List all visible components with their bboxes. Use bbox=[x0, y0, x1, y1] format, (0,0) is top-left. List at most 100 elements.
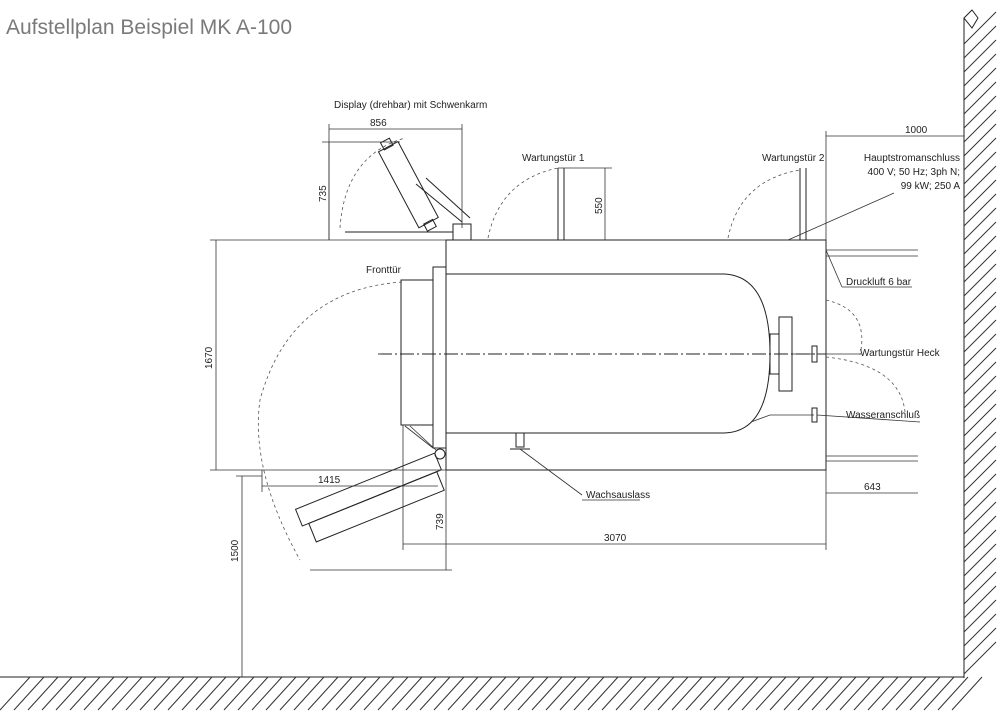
hatch-line bbox=[195, 676, 227, 711]
dim-1500-text: 1500 bbox=[230, 539, 241, 562]
water-leader bbox=[816, 414, 921, 423]
hatch-line bbox=[963, 11, 997, 45]
hatch-line bbox=[963, 641, 997, 675]
hatch-line bbox=[181, 676, 213, 711]
hatch-line bbox=[587, 676, 619, 711]
hatch-line bbox=[447, 676, 479, 711]
air-label: Druckluft 6 bar bbox=[846, 277, 912, 288]
hatch-line bbox=[963, 627, 997, 661]
hatch-line bbox=[433, 676, 465, 711]
hatch-line bbox=[963, 151, 997, 185]
door1-swing bbox=[487, 167, 559, 239]
hatch-line bbox=[963, 613, 997, 647]
water-label: Wasseranschluß bbox=[846, 410, 920, 421]
hatch-line bbox=[265, 676, 297, 711]
hatch-line bbox=[963, 179, 997, 213]
hatch-line bbox=[489, 676, 521, 711]
hatch-line bbox=[963, 277, 997, 311]
hatch-line bbox=[699, 676, 731, 711]
hatch-line bbox=[111, 676, 143, 711]
hatch-line bbox=[963, 207, 997, 241]
hatch-line bbox=[153, 676, 185, 711]
hatch-line bbox=[867, 676, 899, 711]
hatch-line bbox=[727, 676, 759, 711]
dim-1670 bbox=[210, 239, 446, 471]
dim-856-text: 856 bbox=[370, 118, 387, 129]
hatch-line bbox=[963, 361, 997, 395]
hatch-line bbox=[963, 123, 997, 157]
hatch-line bbox=[937, 676, 969, 711]
hatch-line bbox=[963, 221, 997, 255]
hatch-line bbox=[69, 676, 101, 711]
dim-1000-text: 1000 bbox=[905, 125, 928, 136]
hatch-line bbox=[963, 459, 997, 493]
hatch-line bbox=[951, 676, 983, 711]
hatch-line bbox=[531, 676, 563, 711]
hatch-line bbox=[963, 53, 997, 87]
rear-door-swing bbox=[825, 356, 906, 413]
hatch-line bbox=[963, 137, 997, 171]
hatch-line bbox=[517, 676, 549, 711]
hatch-line bbox=[559, 676, 591, 711]
machine-body bbox=[378, 223, 827, 496]
hatch-line bbox=[963, 529, 997, 563]
door2-swing bbox=[727, 169, 801, 239]
wax-label: Wachsauslass bbox=[586, 490, 650, 501]
dim-550 bbox=[558, 167, 612, 240]
hatch-line bbox=[963, 473, 997, 507]
page-title: Aufstellplan Beispiel MK A-100 bbox=[6, 16, 292, 39]
hatch-line bbox=[963, 445, 997, 479]
hatch-line bbox=[963, 501, 997, 535]
dim-643-text: 643 bbox=[864, 482, 881, 493]
door2-leaf bbox=[799, 168, 807, 240]
hatch-line bbox=[963, 81, 997, 115]
hatch-line bbox=[797, 676, 829, 711]
front-door-label: Fronttür bbox=[366, 265, 402, 276]
hatch-line bbox=[615, 676, 647, 711]
hatch-line bbox=[963, 39, 997, 73]
hatch-line bbox=[657, 676, 689, 711]
air-connection bbox=[825, 249, 918, 288]
hatch-line bbox=[963, 193, 997, 227]
hatch-line bbox=[963, 571, 997, 605]
hatch-line bbox=[363, 676, 395, 711]
hatch-line bbox=[741, 676, 773, 711]
hatch-line bbox=[237, 676, 269, 711]
hatch-line bbox=[853, 676, 885, 711]
hatch-line bbox=[503, 676, 535, 711]
hatch-line bbox=[909, 676, 941, 711]
hatch-line bbox=[963, 291, 997, 325]
hatch-line bbox=[963, 25, 997, 59]
hatch-line bbox=[223, 676, 255, 711]
dim-3070 bbox=[402, 425, 827, 550]
dim-1000 bbox=[825, 131, 964, 240]
hatch-line bbox=[839, 676, 871, 711]
dim-1670-text: 1670 bbox=[204, 346, 215, 369]
hatch-line bbox=[783, 676, 815, 711]
hatch-line bbox=[643, 676, 675, 711]
dim-739-text: 739 bbox=[435, 513, 446, 530]
dim-739 bbox=[310, 470, 452, 571]
hatch-line bbox=[629, 676, 661, 711]
hatch-line bbox=[963, 333, 997, 367]
hatch-line bbox=[13, 676, 45, 711]
hatch-line bbox=[895, 676, 927, 711]
hatch-line bbox=[349, 676, 381, 711]
hatch-line bbox=[685, 676, 717, 711]
hatch-line bbox=[963, 515, 997, 549]
hatch-line bbox=[881, 676, 913, 711]
hatch-line bbox=[573, 676, 605, 711]
hatch-line bbox=[769, 676, 801, 711]
hatch-line bbox=[601, 676, 633, 711]
display-label: Display (drehbar) mit Schwenkarm bbox=[334, 100, 487, 111]
hatch-line bbox=[251, 676, 283, 711]
power-label-3: 99 kW; 250 A bbox=[901, 181, 961, 192]
hatch-line bbox=[963, 599, 997, 633]
hatch-line bbox=[307, 676, 339, 711]
power-leader bbox=[787, 192, 895, 241]
hatch-line bbox=[963, 375, 997, 409]
hatch-line bbox=[545, 676, 577, 711]
hatch-line bbox=[167, 676, 199, 711]
hatch-line bbox=[755, 676, 787, 711]
hatch-line bbox=[963, 487, 997, 521]
